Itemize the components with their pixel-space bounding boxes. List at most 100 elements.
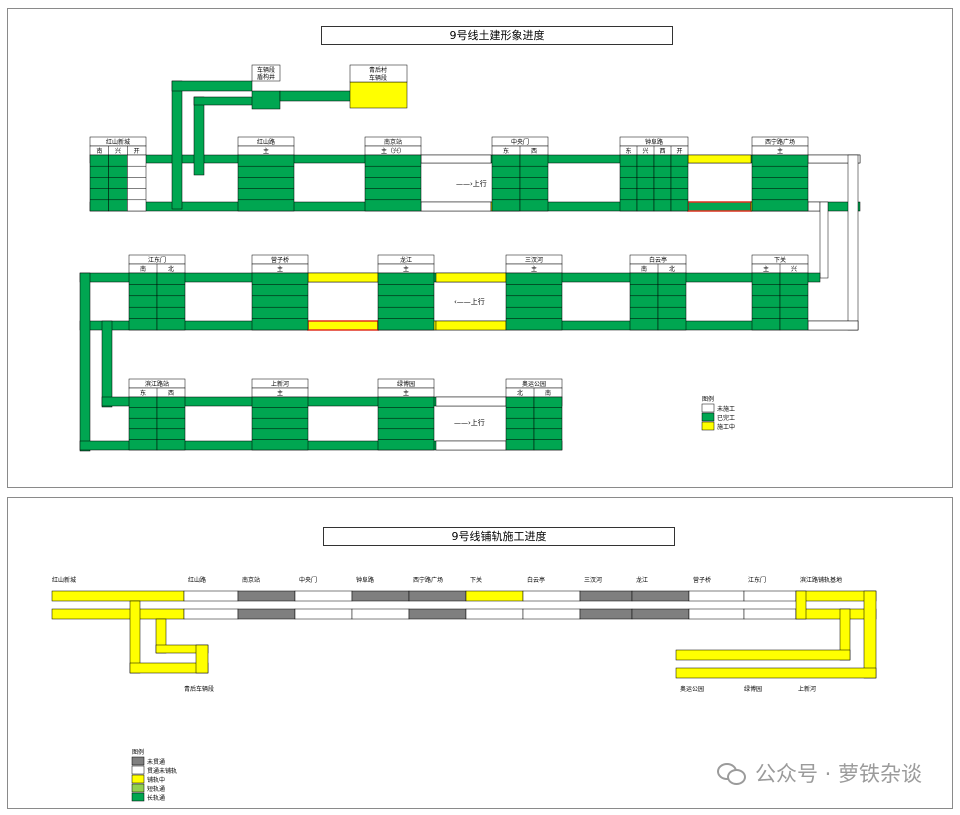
station-name: 白云亭 <box>649 256 667 264</box>
station-tag: 开 <box>134 148 140 155</box>
track-right-loop <box>675 590 877 679</box>
station-name: 滨江路站 <box>145 380 169 388</box>
loop-left <box>79 272 113 452</box>
station-tag: 开 <box>676 148 682 155</box>
station-name: 江东门 <box>148 256 166 264</box>
station-name: 营子桥 <box>271 256 289 264</box>
station-tag: 南 <box>641 265 647 273</box>
depot-label-qinghou: 青后车辆段 <box>184 685 214 693</box>
station-name: 钟阜路 <box>645 138 663 146</box>
depot-box: 青后村 车辆段 <box>349 64 408 83</box>
station-name: 上新河 <box>271 380 289 388</box>
svg-text:青后村: 青后村 <box>369 66 387 74</box>
row3-stations: 滨江路站东西上新河主绿博园主奥运公园北南 <box>128 378 563 451</box>
track-station-label: 三汊河 <box>584 576 602 584</box>
civil-legend-title: 图例 <box>702 395 714 403</box>
station-tag: 主 <box>403 389 409 397</box>
station-name: 中央门 <box>511 138 529 146</box>
station-tag: 南 <box>545 389 551 397</box>
station-tag: 南 <box>140 265 146 273</box>
legend-label-not-started: 未施工 <box>717 405 735 413</box>
station-tag: 北 <box>168 265 174 273</box>
station-tag: 南 <box>96 147 102 155</box>
track-up-line <box>51 590 877 602</box>
tracklaying-diagram: 红山新城红山路南京站中央门钟阜路西宁路广场下关白云亭三汊河龙江营子桥江东门滨江路… <box>51 576 877 802</box>
station-block: 下关主 兴 <box>751 254 809 331</box>
track-station-labels: 红山新城红山路南京站中央门钟阜路西宁路广场下关白云亭三汊河龙江营子桥江东门滨江路… <box>52 576 842 584</box>
direction-label-row2: ‹——上行 <box>454 297 485 306</box>
track-station-label: 白云亭 <box>527 576 545 584</box>
station-tag: 兴 <box>791 265 797 273</box>
station-tag: 东 <box>140 389 146 397</box>
station-tag: 兴 <box>115 147 121 155</box>
legend-swatch-completed <box>701 412 715 422</box>
watermark: 公众号 · 萝铁杂谈 <box>716 758 922 788</box>
wechat-icon <box>716 761 747 785</box>
depot-connector <box>171 80 408 210</box>
track-station-label: 西宁路广场 <box>413 576 443 584</box>
station-name: 绿博园 <box>397 380 415 388</box>
station-name: 红山新城 <box>106 138 130 146</box>
bottom-label-lvbo: 绿博园 <box>744 685 762 693</box>
station-name: 红山路 <box>257 138 275 146</box>
station-tag: 主 <box>263 147 269 155</box>
station-tag: 主 <box>763 265 769 273</box>
bottom-label-shangxinhe: 上新河 <box>798 685 816 693</box>
track-station-label: 红山新城 <box>52 576 76 584</box>
svg-text:未贯通: 未贯通 <box>147 758 165 766</box>
track-station-label: 江东门 <box>748 576 766 584</box>
station-name: 下关 <box>774 256 786 264</box>
loop-right <box>819 154 859 331</box>
station-tag: 北 <box>517 389 523 397</box>
track-station-label: 钟阜路 <box>356 576 374 584</box>
station-tag: 西 <box>659 148 665 155</box>
legend-swatch-not-started <box>701 403 715 413</box>
tracklaying-progress-title: 9号线铺轨施工进度 <box>323 527 675 546</box>
station-tag: 主 <box>531 265 537 273</box>
track-down-line <box>51 608 877 620</box>
station-tag: 主 <box>403 265 409 273</box>
civil-progress-diagram: ——›上行 车辆段 盾构井 青后村 车辆段 红山新城南兴开红山路主南京站主（兴）… <box>79 64 861 452</box>
station-tag: 西 <box>168 390 174 397</box>
legend-swatch-in-progress <box>701 421 715 431</box>
station-name: 龙江 <box>400 256 412 264</box>
station-tag: 北 <box>669 265 675 273</box>
civil-legend: 图例 未施工 已完工 施工中 <box>701 395 735 431</box>
svg-text:短轨通: 短轨通 <box>147 785 165 793</box>
direction-label-row1: ——›上行 <box>456 179 487 188</box>
station-tag: 主 <box>277 265 283 273</box>
station-tag: 主（兴） <box>381 147 405 155</box>
station-tag: 东 <box>503 147 509 155</box>
svg-text:长轨通: 长轨通 <box>147 794 165 802</box>
track-station-label: 红山路 <box>188 576 206 584</box>
station-tag: 主 <box>277 389 283 397</box>
station-name: 南京站 <box>384 138 402 146</box>
svg-text:贯通未铺轨: 贯通未铺轨 <box>147 767 177 775</box>
svg-text:车辆段: 车辆段 <box>257 66 275 74</box>
legend-label-completed: 已完工 <box>717 414 735 422</box>
track-station-label: 中央门 <box>299 576 317 584</box>
row1-stations: 红山新城南兴开红山路主南京站主（兴）中央门东西钟阜路东兴西开西宁路广场主 <box>89 136 809 212</box>
station-tag: 西 <box>531 148 537 155</box>
tracklaying-progress-panel: 9号线铺轨施工进度 红山新城红山路南京站中央门钟阜路西宁路广场下关白云亭三汊河龙… <box>7 497 953 809</box>
track-station-label: 营子桥 <box>693 576 711 584</box>
track-station-label: 滨江路铺轨基地 <box>800 576 842 584</box>
station-block: 龙江主 <box>377 254 435 331</box>
station-tag: 兴 <box>642 147 648 155</box>
station-block: 钟阜路东兴西开 <box>619 136 689 212</box>
legend-label-in-progress: 施工中 <box>717 423 735 431</box>
track-legend-title: 图例 <box>132 748 144 756</box>
station-name: 奥运公园 <box>522 380 546 388</box>
watermark-text: 公众号 · 萝铁杂谈 <box>754 762 922 786</box>
direction-label-row3: ——›上行 <box>454 418 485 427</box>
